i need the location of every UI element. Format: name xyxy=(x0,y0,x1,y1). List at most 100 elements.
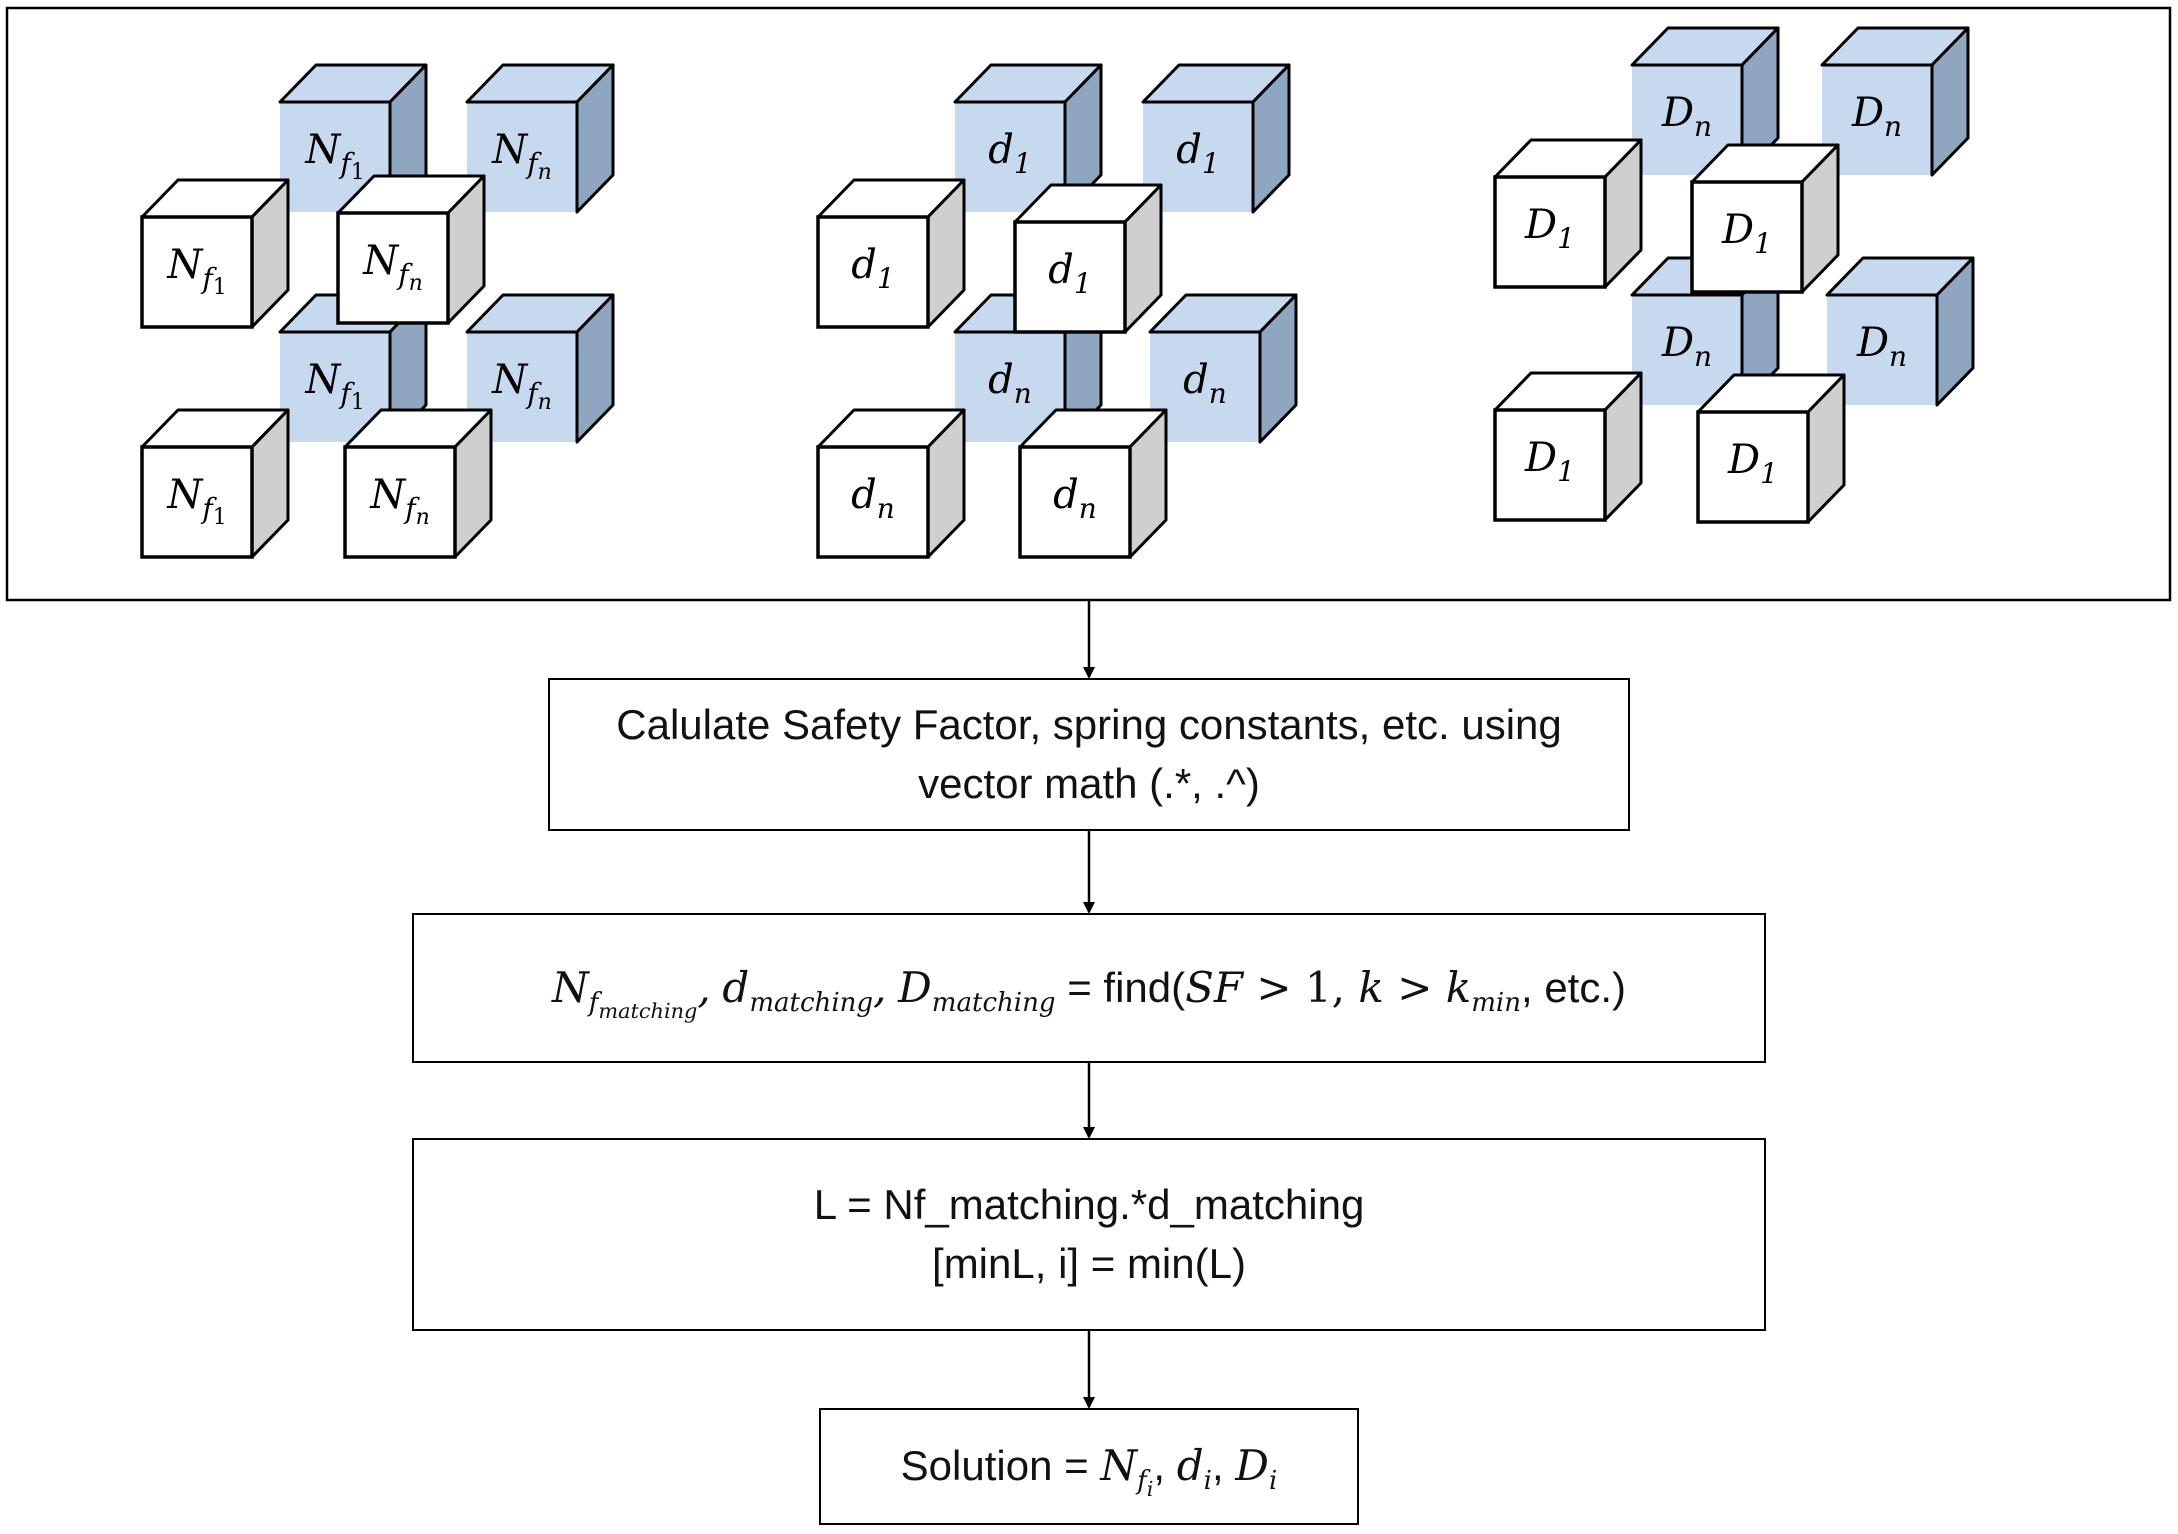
cube-front-face xyxy=(1013,220,1127,334)
step-solution-formula: Solution = Nfi, di, Di xyxy=(901,1437,1278,1500)
cube-outline xyxy=(1632,63,1744,175)
cube-front-face xyxy=(1690,180,1804,294)
cube-d-front-4: dn xyxy=(1018,408,1168,559)
cube-d-back-4: dn xyxy=(1148,293,1298,444)
cube-label: Nf1 xyxy=(304,357,364,415)
gt-symbol: > xyxy=(1383,962,1446,1012)
cube-outline xyxy=(1827,293,1939,405)
cube-d-back-1: d1 xyxy=(953,63,1103,214)
cube-d-front-2: d1 xyxy=(1013,183,1163,334)
sf-condition: > 1, xyxy=(1243,962,1359,1012)
cube-Nf-front-1: Nf1 xyxy=(140,178,290,329)
solution-nf-symbol: N xyxy=(1100,1441,1138,1491)
find-call: = find( xyxy=(1055,963,1186,1011)
d-subscript: matching xyxy=(749,987,874,1018)
step-min-length-line1: L = Nf_matching.*d_matching xyxy=(813,1180,1365,1228)
solution-D-subscript: i xyxy=(1268,1466,1278,1497)
cube-D-front-2: D1 xyxy=(1690,143,1840,294)
nf-subsubscript: matching xyxy=(598,998,698,1023)
solution-d-symbol: d xyxy=(1176,1441,1204,1491)
cube-D-back-2: Dn xyxy=(1820,26,1970,177)
cube-front-face xyxy=(1696,410,1810,524)
cube-front-face xyxy=(336,211,450,325)
cube-front-face xyxy=(816,445,930,559)
cube-Nf-front-4: Nfn xyxy=(343,408,493,559)
cube-outline xyxy=(1632,293,1744,405)
nf-subscript: f xyxy=(588,987,599,1018)
cube-label: dn xyxy=(851,472,895,525)
cube-D-front-3: D1 xyxy=(1493,371,1643,522)
D-subscript: matching xyxy=(931,987,1056,1018)
cube-label: Dn xyxy=(1661,90,1712,143)
cube-label: Nf1 xyxy=(166,242,226,300)
cube-label: Dn xyxy=(1851,90,1902,143)
step-vector-math-line2: vector math (.*, .^) xyxy=(918,759,1260,807)
cube-label: Dn xyxy=(1856,320,1907,373)
cube-label: D1 xyxy=(1721,207,1772,260)
cube-front-face xyxy=(816,215,930,329)
cube-outline xyxy=(1143,100,1255,212)
step-min-length-line2: [minL, i] = min(L) xyxy=(932,1239,1246,1287)
solution-D-symbol: D xyxy=(1235,1441,1269,1491)
cube-label: Nfn xyxy=(362,238,423,296)
cube-label: dn xyxy=(988,357,1032,410)
cube-label: dn xyxy=(1053,472,1097,525)
cube-label: d1 xyxy=(851,242,894,295)
kmin-symbol: k xyxy=(1445,962,1472,1012)
cube-D-back-1: Dn xyxy=(1630,26,1780,177)
solution-nf-subscript: f xyxy=(1137,1466,1147,1497)
d-symbol: d xyxy=(722,962,750,1012)
cube-label: d1 xyxy=(1048,247,1091,300)
cube-outline xyxy=(955,100,1067,212)
find-tail: , etc.) xyxy=(1520,963,1627,1011)
cube-front-face xyxy=(1493,408,1607,522)
cube-D-back-4: Dn xyxy=(1825,256,1975,407)
step-min-length: L = Nf_matching.*d_matching [minL, i] = … xyxy=(412,1138,1766,1331)
cube-d-front-3: dn xyxy=(816,408,966,559)
cube-label: Nfn xyxy=(491,127,552,185)
step-vector-math: Calulate Safety Factor, spring constants… xyxy=(548,678,1630,831)
comma: , xyxy=(873,962,887,1012)
solution-comma: , xyxy=(1211,1442,1236,1490)
cube-label: Nfn xyxy=(491,357,552,415)
cube-D-front-1: D1 xyxy=(1493,138,1643,289)
cube-outline xyxy=(467,330,579,442)
solution-d-subscript: i xyxy=(1203,1466,1212,1497)
cube-d-front-1: d1 xyxy=(816,178,966,329)
cube-D-front-4: D1 xyxy=(1696,373,1846,524)
cube-label: D1 xyxy=(1524,435,1575,488)
cube-Nf-back-2: Nfn xyxy=(465,63,615,214)
solution-comma: , xyxy=(1153,1442,1177,1490)
cube-label: D1 xyxy=(1727,437,1778,490)
cube-outline xyxy=(280,330,392,442)
step-solution: Solution = Nfi, di, Di xyxy=(819,1408,1359,1525)
cube-label: D1 xyxy=(1524,202,1575,255)
cube-front-face xyxy=(1150,332,1260,442)
sf-symbol: SF xyxy=(1185,962,1244,1012)
step-vector-math-line1: Calulate Safety Factor, spring constants… xyxy=(616,700,1562,748)
cube-Nf-front-3: Nf1 xyxy=(140,408,290,559)
cube-d-back-2: d1 xyxy=(1141,63,1291,214)
cube-front-face xyxy=(1822,65,1932,175)
nf-symbol: N xyxy=(551,962,589,1012)
cube-label: d1 xyxy=(1176,127,1219,180)
cube-label: dn xyxy=(1183,357,1227,410)
cube-front-face xyxy=(343,445,457,559)
cube-outline xyxy=(1822,63,1934,175)
step-find-matching-formula: Nfmatching, dmatching, Dmatching = find(… xyxy=(551,959,1627,1022)
step-find-matching: Nfmatching, dmatching, Dmatching = find(… xyxy=(412,913,1766,1063)
cube-label: Dn xyxy=(1661,320,1712,373)
kmin-subscript: min xyxy=(1471,987,1521,1018)
solution-nf-subsubscript: i xyxy=(1146,1477,1154,1502)
cube-front-face xyxy=(1018,445,1132,559)
cube-outline xyxy=(467,100,579,212)
cube-outline xyxy=(1150,330,1262,442)
k-symbol: k xyxy=(1358,962,1384,1012)
cube-front-face xyxy=(1493,175,1607,289)
cube-front-face xyxy=(140,445,254,559)
cube-front-face xyxy=(140,215,254,329)
cube-Nf-front-2: Nfn xyxy=(336,174,486,325)
D-symbol: D xyxy=(898,962,932,1012)
